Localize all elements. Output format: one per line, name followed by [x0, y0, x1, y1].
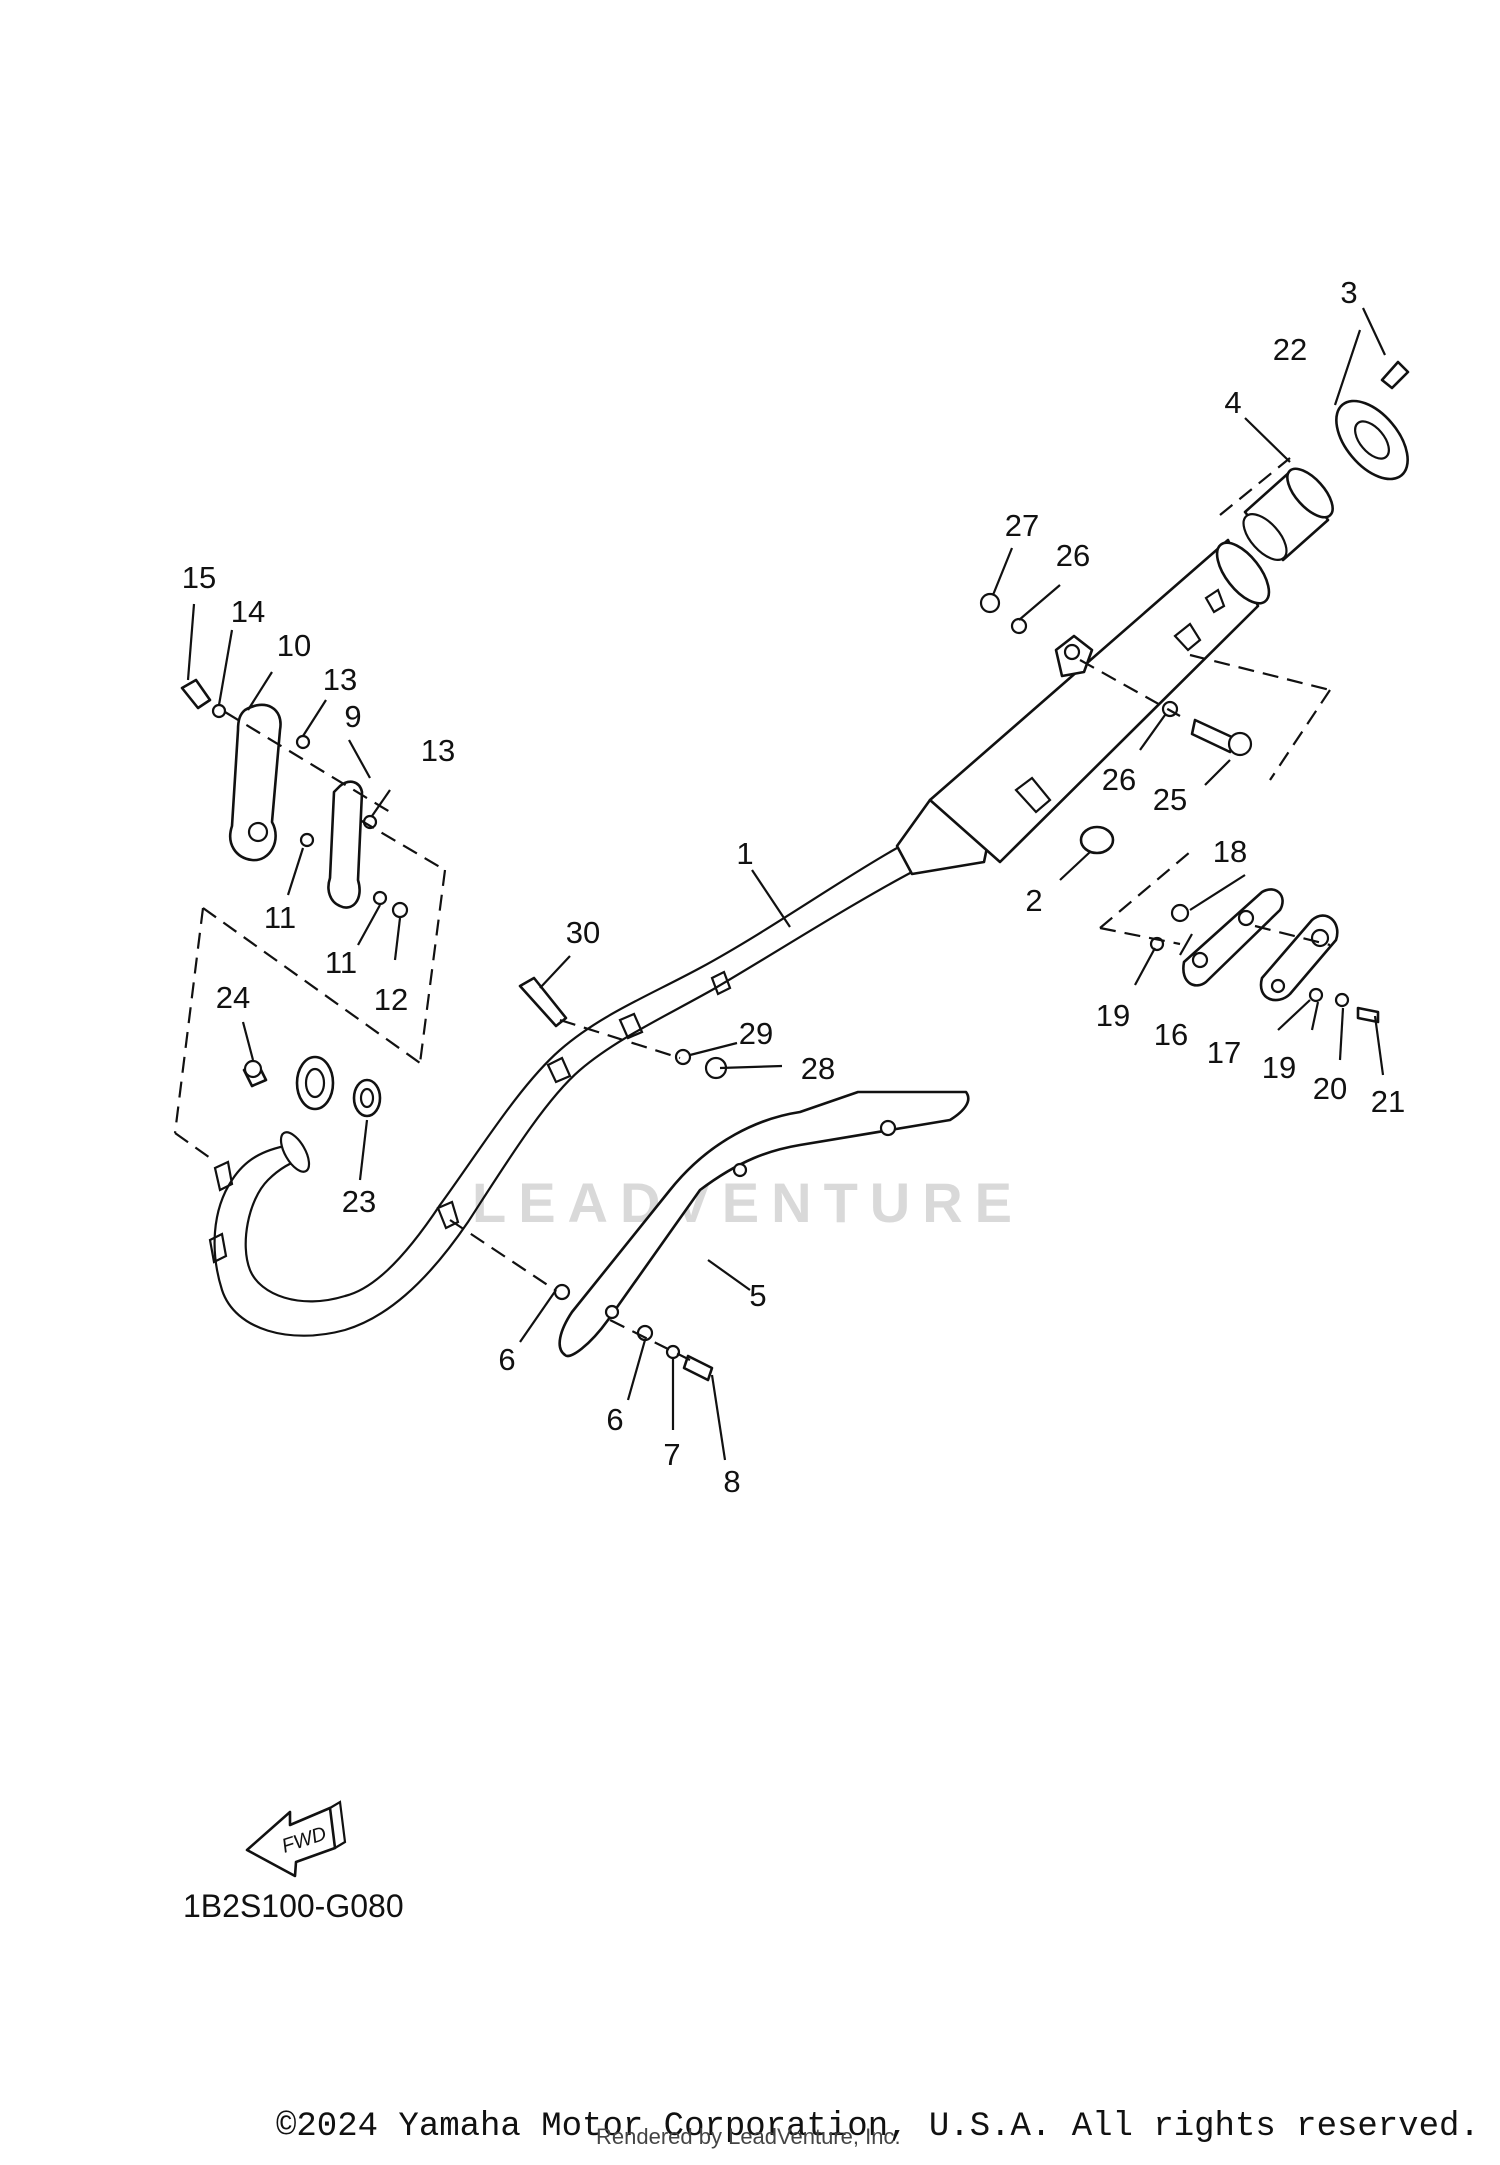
callout: 13 [323, 662, 357, 697]
callout: 14 [231, 594, 265, 629]
bracket-16 [1182, 888, 1284, 987]
joint [242, 1055, 382, 1118]
diagram-code: 1B2S100-G080 [183, 1888, 404, 1924]
callout: 13 [421, 733, 455, 768]
callout: 17 [1207, 1035, 1241, 1070]
muffler [208, 467, 1334, 1337]
leader-lines [186, 307, 1386, 1461]
callout: 6 [498, 1342, 515, 1377]
callout: 12 [374, 982, 408, 1017]
callout: 19 [1096, 998, 1130, 1033]
hardware [180, 592, 1380, 1382]
muffler-stay [558, 1090, 970, 1358]
callout: 11 [325, 945, 357, 980]
callout: 29 [739, 1016, 773, 1051]
callout: 27 [1005, 508, 1039, 543]
protector-10 [229, 703, 282, 862]
callout: 11 [264, 900, 296, 935]
callout: 28 [801, 1051, 835, 1086]
copyright-notice: ©2024 Yamaha Motor Corporation, U.S.A. A… [276, 2108, 1480, 2146]
callout: 7 [663, 1437, 680, 1472]
watermark: LEADVENTURE [472, 1171, 1024, 1234]
callout: 22 [1273, 332, 1307, 367]
callout: 19 [1262, 1050, 1296, 1085]
end-cap [1335, 360, 1410, 481]
rendered-by-notice: Rendered by LeadVenture, Inc. [596, 2124, 901, 2149]
callout: 30 [566, 915, 600, 950]
callouts: 1 2 3 4 5 6 6 7 8 9 10 11 11 12 13 13 14… [182, 275, 1405, 1499]
callout: 21 [1371, 1084, 1405, 1119]
callout: 23 [342, 1184, 376, 1219]
callout: 25 [1153, 782, 1187, 817]
callout: 16 [1154, 1017, 1188, 1052]
callout: 3 [1340, 275, 1357, 310]
fwd-arrow-icon: FWD [245, 1800, 347, 1878]
cap [1079, 825, 1115, 855]
callout: 5 [749, 1278, 766, 1313]
callout: 4 [1224, 385, 1241, 420]
callout: 6 [606, 1402, 623, 1437]
callout: 24 [216, 980, 250, 1015]
callout: 20 [1313, 1071, 1347, 1106]
callout: 10 [277, 628, 311, 663]
callout: 1 [736, 836, 753, 871]
callout: 8 [723, 1464, 740, 1499]
callout: 9 [344, 699, 361, 734]
protector-9 [327, 780, 364, 909]
callout: 26 [1102, 762, 1136, 797]
callout: 2 [1025, 883, 1042, 918]
assembly-lines [173, 457, 1331, 1361]
callout: 18 [1213, 834, 1247, 869]
callout: 26 [1056, 538, 1090, 573]
callout: 15 [182, 560, 216, 595]
